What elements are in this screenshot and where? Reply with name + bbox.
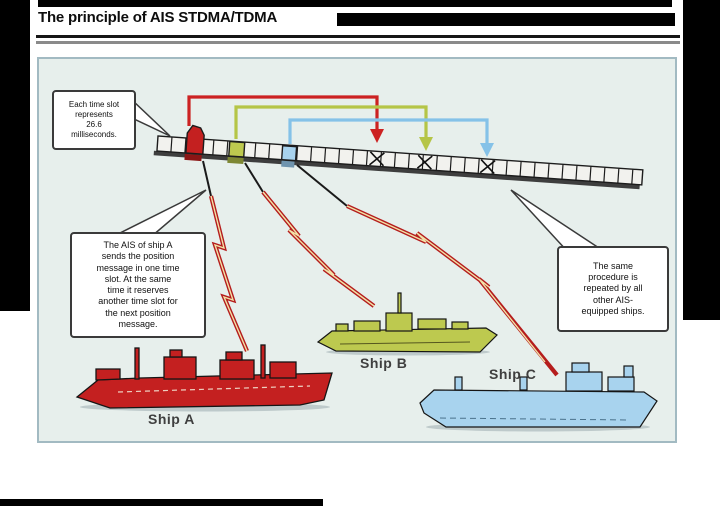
ship-a-mast-aft — [260, 344, 266, 379]
timeslot-bar — [153, 124, 644, 190]
ship-a-block-1 — [163, 356, 197, 380]
ship-a-block-1-top — [169, 349, 183, 358]
slot-ship-c — [280, 144, 298, 162]
slot-shadow-green — [227, 156, 244, 165]
arc-arrow-blue-head — [480, 143, 494, 157]
ship-a-silhouette — [75, 344, 333, 409]
ship-c-hull — [419, 389, 658, 428]
bolt-lead-b — [244, 162, 264, 193]
ship-c-kingpost-2 — [519, 376, 528, 391]
ship-b-hull-line — [339, 341, 471, 345]
bottom-black-bar — [0, 499, 323, 506]
timeslot-bar-underside — [153, 150, 640, 190]
ship-c-label: Ship C — [489, 366, 537, 382]
lightning-bolt-ship-b-core — [262, 191, 375, 307]
double-rule — [36, 35, 680, 44]
ship-b-label: Ship B — [360, 355, 408, 371]
ship-c-bridge-top — [571, 362, 590, 373]
shipa-callout-tail — [113, 189, 207, 237]
bolt-lead-a — [202, 160, 212, 197]
timeslot-bar-rungs — [170, 137, 634, 185]
figure-title: The principle of AIS STDMA/TDMA — [38, 9, 278, 26]
lightning-bolts — [202, 160, 559, 377]
arc-arrow-red-head — [370, 129, 384, 143]
timeslot-callout-tail — [131, 98, 171, 137]
ship-b-block-stern — [451, 321, 469, 330]
title-side-bar — [337, 13, 675, 26]
arc-arrow-green-head — [419, 137, 433, 151]
others-callout-tail — [510, 189, 605, 253]
lightning-bolt-ship-c-core — [346, 205, 546, 363]
ship-a-block-aft — [269, 361, 297, 379]
arc-arrow-green — [234, 105, 428, 139]
reservation-arrows — [187, 95, 494, 157]
reserved-slot-x-blue — [479, 159, 496, 175]
arc-arrow-blue — [288, 118, 489, 145]
ship-b-hull — [316, 327, 498, 353]
callout-timeslot: Each time slot represents 26.6 milliseco… — [52, 90, 136, 150]
ship-a-mast-fore — [134, 347, 140, 380]
reserved-slot-x-red — [369, 151, 385, 167]
ship-b-block-aft — [417, 318, 447, 330]
ship-a-label: Ship A — [148, 411, 195, 427]
callout-other-ships: The same procedure is repeated by all ot… — [557, 246, 669, 332]
slot-ship-b — [228, 140, 246, 158]
timeslot-bar-strip — [156, 135, 644, 186]
slot-ship-a — [185, 124, 205, 155]
ship-c-kingpost-1 — [454, 376, 463, 391]
ship-b-bridge — [385, 312, 413, 332]
bolt-lead-c — [296, 164, 348, 207]
ship-c-silhouette — [419, 362, 658, 428]
slot-shadow-red — [184, 153, 202, 162]
left-black-margin — [0, 0, 30, 311]
ship-b-mast — [397, 292, 402, 314]
ship-b-silhouette — [316, 292, 498, 353]
ship-b-gun — [335, 323, 349, 332]
ship-a-forecastle — [95, 368, 121, 381]
lightning-bolt-ship-a-core — [210, 195, 248, 352]
right-black-margin — [683, 0, 720, 320]
top-rule-bar — [38, 0, 672, 7]
ship-b-block-fore — [353, 320, 381, 332]
ship-a-bridge-top — [225, 351, 243, 361]
arc-arrow-red — [187, 95, 379, 131]
ship-c-funnel — [623, 365, 634, 378]
ship-c-aft-house — [607, 376, 635, 392]
ship-c-hull-line — [439, 417, 631, 421]
ship-c-superstructure — [565, 371, 603, 392]
callout-ship-a: The AIS of ship A sends the position mes… — [70, 232, 206, 338]
ship-a-block-2 — [219, 359, 255, 380]
reserved-slot-x-green — [416, 154, 433, 170]
slot-shadow-blue — [281, 160, 295, 168]
